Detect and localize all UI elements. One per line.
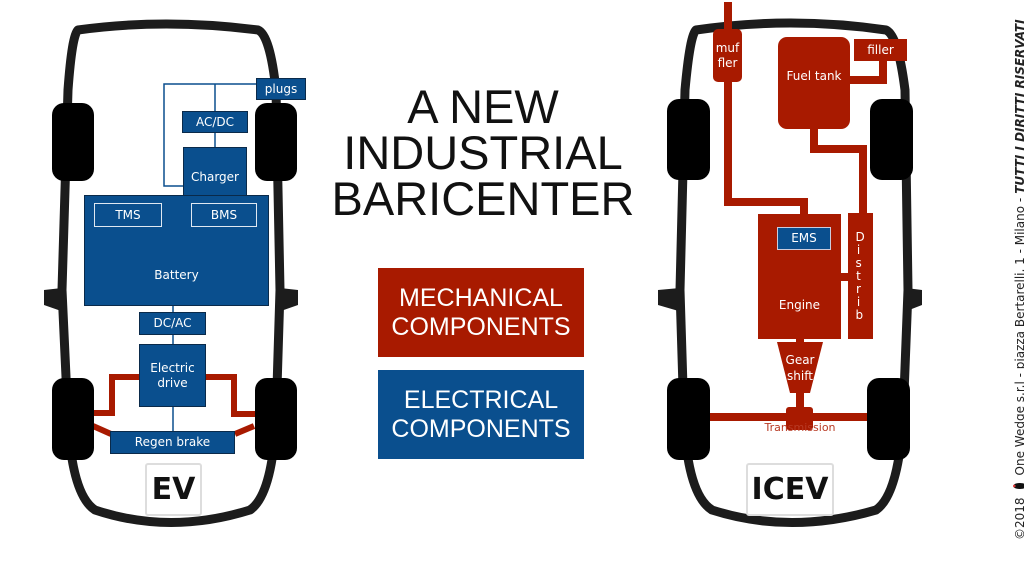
icev-label: ICEV [746,463,834,516]
ev-wheel-rear-left [52,378,94,460]
footer-vertical: ©2018 One Wedge s.r.l - piazza Bertarell… [1012,19,1024,540]
gear-shift-label: Gear shift [785,353,815,383]
ev-connectors [163,83,256,431]
filler-box: filler [854,39,907,61]
ems-box: EMS [777,227,831,250]
bms-box: BMS [191,203,257,227]
gear-shift-shape [777,342,823,393]
legend-electrical: ELECTRICAL COMPONENTS [378,370,584,459]
acdc-box: AC/DC [182,111,248,133]
icev-wheel-rear-left [667,378,710,460]
battery-label: Battery [154,268,199,282]
icev-wheel-front-left [667,99,710,180]
rights-text: TUTTI I DIRITTI RISERVATI [1013,19,1024,194]
transmission-label: Transmission [764,421,836,434]
electric-drive-box: Electric drive [139,344,206,407]
dcac-box: DC/AC [139,312,206,335]
copyright-text: ©2018 [1013,497,1024,540]
ev-label: EV [145,463,202,516]
company-text: One Wedge s.r.l - piazza Bertarelli, 1 -… [1013,198,1024,476]
ev-wheel-front-left [52,103,94,181]
plugs-box: plugs [256,78,306,100]
title-line-1: A NEW [407,80,559,133]
battery-box: TMS BMS Battery [84,195,269,306]
logo-icon [1013,483,1024,490]
regen-brake-box: Regen brake [110,431,235,454]
title-line-3: BARICENTER [331,172,635,225]
distrib-box: D i s t r i b [848,213,873,339]
ev-wheel-front-right [255,103,297,181]
icev-wheel-front-right [870,99,913,180]
tms-box: TMS [94,203,162,227]
ev-wheel-rear-right [255,378,297,460]
page-title: A NEW INDUSTRIAL BARICENTER [320,80,646,225]
icev-wheel-rear-right [867,378,910,460]
fuel-tank-box: Fuel tank [778,37,850,129]
engine-box: EMS Engine [758,214,841,339]
distrib-label: D i s t r i b [855,229,869,322]
title-line-2: INDUSTRIAL [343,126,623,179]
muffler-box: muf fler [713,29,742,82]
legend-mechanical: MECHANICAL COMPONENTS [378,268,584,357]
transmission-block [786,407,813,430]
engine-label: Engine [778,298,821,312]
ev-drive-shafts [91,374,256,437]
